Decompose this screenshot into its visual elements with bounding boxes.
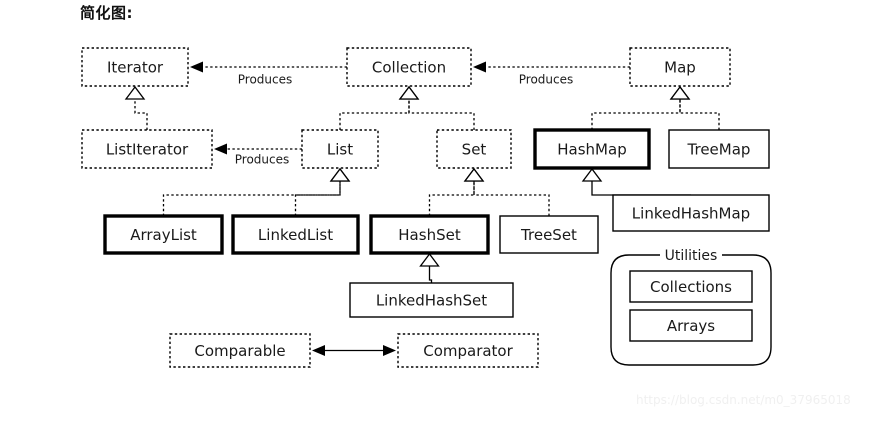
edge-arraylist-to-list [162, 181, 341, 216]
class-label-comparable: Comparable [194, 342, 285, 360]
class-box-comparator[interactable] [397, 333, 539, 368]
edge-treemap-to-map [679, 99, 720, 130]
class-box-treeset[interactable] [499, 215, 599, 254]
class-box-linkedlist[interactable] [231, 214, 360, 255]
class-label-arraylist: ArrayList [130, 226, 197, 244]
edge-label-produces-listiterator: Produces [235, 153, 290, 167]
edges-layer [124, 61, 720, 356]
class-label-comparator: Comparator [423, 342, 513, 360]
class-box-arraylist[interactable] [103, 214, 224, 255]
class-label-map: Map [664, 59, 696, 77]
edge-map-to-collection-arrowhead [473, 61, 486, 73]
edge-label-produces-iterator: Produces [238, 73, 293, 87]
edge-treeset-to-set [473, 181, 550, 216]
class-box-hashset[interactable] [369, 214, 490, 255]
edge-linkedhashmap-to-hashmap-triangle [581, 167, 603, 182]
class-box-treemap[interactable] [668, 129, 770, 169]
class-label-iterator: Iterator [107, 59, 164, 77]
class-label-hashset: HashSet [398, 226, 461, 244]
class-box-linkedhashmap[interactable] [612, 194, 770, 232]
edge-set-to-collection-triangle [398, 85, 420, 100]
edge-listiterator-to-iterator-triangle [124, 85, 146, 100]
class-label-list: List [327, 141, 353, 159]
watermark: https://blog.csdn.net/m0_37965018 [636, 393, 851, 407]
class-label-set: Set [462, 141, 487, 159]
class-box-set[interactable] [436, 129, 512, 169]
class-box-comparable[interactable] [169, 333, 311, 368]
edge-treeset-to-set-triangle [463, 167, 485, 182]
edge-linkedlist-to-list [294, 181, 341, 216]
groups-layer: Utilities [610, 248, 772, 366]
class-label-hashmap: HashMap [557, 141, 626, 159]
edge-linkedhashmap-to-hashmap [591, 181, 691, 196]
class-box-map[interactable] [629, 47, 731, 87]
class-box-iterator[interactable] [81, 47, 189, 87]
class-label-listiterator: ListIterator [106, 141, 189, 159]
edge-hashmap-to-map [591, 99, 681, 130]
class-box-arrays[interactable] [629, 309, 753, 342]
edge-comparable-to-comparator-arrowhead-left [312, 345, 325, 356]
class-label-linkedhashset: LinkedHashSet [376, 292, 487, 310]
edge-listiterator-to-iterator [134, 99, 148, 130]
class-box-listiterator[interactable] [81, 129, 213, 169]
class-box-collection[interactable] [346, 47, 472, 87]
edge-list-to-collection [339, 99, 410, 130]
edge-label-produces-collection: Produces [519, 73, 574, 87]
class-label-linkedhashmap: LinkedHashMap [632, 205, 750, 223]
class-label-collections: Collections [650, 278, 732, 296]
edge-linkedlist-to-list-triangle [329, 167, 351, 182]
group-box-utilities [610, 254, 772, 366]
edge-comparable-to-comparator-arrowhead-right [383, 345, 396, 356]
class-label-collection: Collection [372, 59, 446, 77]
class-box-list[interactable] [301, 129, 379, 169]
class-box-collections[interactable] [629, 270, 753, 303]
edge-treemap-to-map-triangle [669, 85, 691, 100]
edge-linkedhashset-to-hashset-triangle [419, 252, 440, 267]
edge-linkedhashset-to-hashset [428, 266, 433, 283]
class-box-linkedhashset[interactable] [349, 282, 514, 318]
edge-list-to-listiterator-arrowhead [214, 143, 227, 155]
class-label-linkedlist: LinkedList [258, 226, 333, 244]
page-title: 简化图: [80, 4, 133, 22]
class-label-treeset: TreeSet [520, 226, 577, 244]
group-label-utilities: Utilities [665, 248, 718, 264]
class-box-hashmap[interactable] [533, 128, 651, 170]
class-label-arrays: Arrays [667, 317, 715, 335]
edge-hashset-to-set [428, 181, 475, 216]
edge-collection-to-iterator-arrowhead [190, 61, 203, 73]
edge-set-to-collection [408, 99, 475, 130]
class-label-treemap: TreeMap [687, 141, 751, 159]
